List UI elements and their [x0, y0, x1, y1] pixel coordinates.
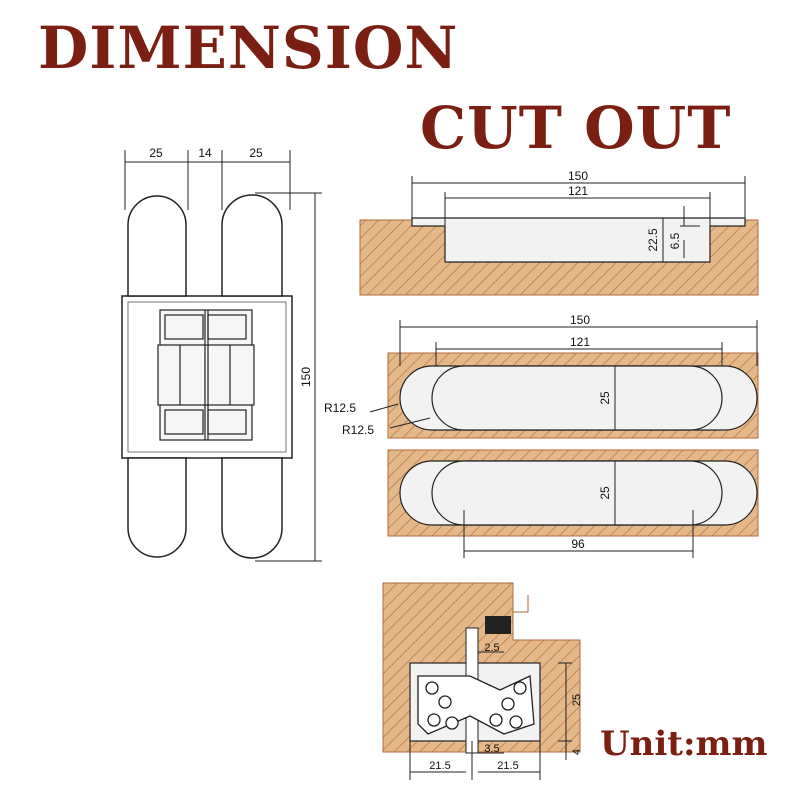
detail-left-label: 21.5 [429, 760, 450, 772]
cutout-plan-view-1: 150 121 25 R12.5 R12.5 [324, 313, 759, 439]
cutout1-radius-outer: R12.5 [324, 401, 356, 415]
recess-inner-length: 121 [568, 184, 588, 198]
detail-gap-label: 2.5 [484, 642, 499, 654]
recess-outer-length: 150 [568, 169, 588, 183]
hinge-mechanism [157, 309, 255, 441]
recess-pocket [411, 217, 746, 263]
recess-depth: 22.5 [646, 228, 660, 252]
title-dimension: DIMENSION [38, 14, 459, 82]
installation-detail-view: 2.5 25 3.5 4 21.5 21.5 [382, 582, 583, 780]
hinge-front-view: 25 14 25 150 [121, 146, 322, 562]
front-width-middle: 14 [198, 146, 212, 160]
hinge-left-leaf-bottom [127, 457, 187, 558]
recess-step: 6.5 [668, 232, 682, 249]
cutout1-inner-length: 121 [570, 335, 590, 349]
detail-depth-label: 25 [571, 694, 583, 706]
cutout1-inner-slot [431, 365, 723, 431]
hinge-right-leaf-bottom [221, 457, 283, 559]
cutout2-pitch: 96 [571, 537, 585, 551]
cutout1-radius-inner: R12.5 [342, 423, 374, 437]
front-height-dimension [255, 192, 322, 562]
cutout2-inner-slot [431, 460, 723, 526]
cutout1-outer-length: 150 [570, 313, 590, 327]
hinge-right-leaf-top [221, 194, 283, 297]
unit-label: Unit:mm [600, 724, 768, 764]
detail-right-label: 21.5 [497, 760, 518, 772]
cutout-plan-view-2: 25 96 [387, 449, 759, 558]
detail-mechanism [417, 675, 535, 735]
front-width-left: 25 [149, 146, 163, 160]
front-width-dimensions [124, 150, 291, 210]
detail-bottom-label: 4 [571, 749, 583, 755]
recess-section-view: 150 121 22.5 6.5 [359, 169, 759, 296]
front-width-right: 25 [249, 146, 263, 160]
cutout1-width: 25 [598, 391, 612, 405]
cutout2-width: 25 [598, 486, 612, 500]
detail-offset-label: 3.5 [484, 743, 499, 755]
hinge-left-leaf-top [127, 195, 187, 297]
title-cut-out: CUT OUT [420, 94, 732, 162]
front-height-label: 150 [299, 367, 313, 387]
detail-seal [485, 616, 511, 634]
